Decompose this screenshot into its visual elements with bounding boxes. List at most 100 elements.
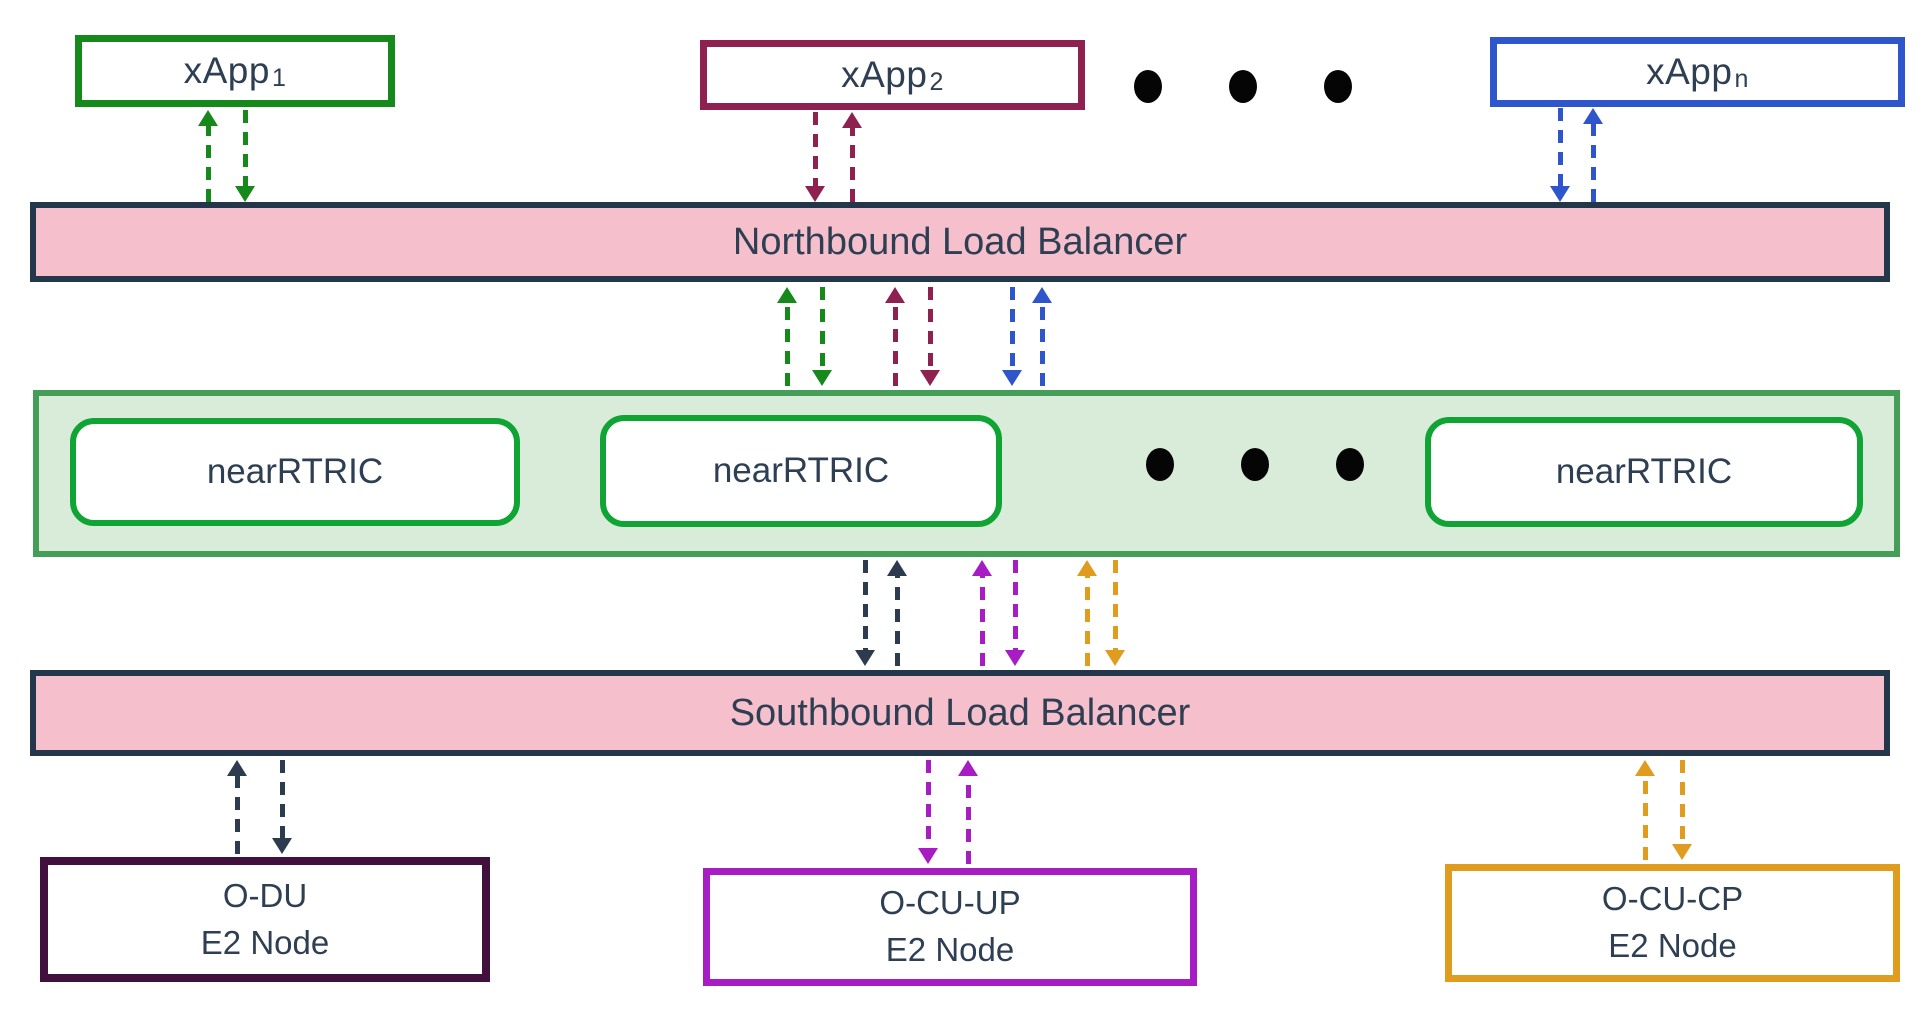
arrow-head [805,186,825,202]
ocuup-label-line1: O-CU-UP [879,884,1021,922]
arrow-line [849,124,855,202]
arrow-line [242,110,248,190]
arrow-line [1084,572,1090,666]
arrow-slb-to-ric-up-magenta [972,560,992,666]
arrow-head [855,650,875,666]
ocucp-label-line1: O-CU-CP [1601,880,1744,918]
arrow-ric-to-slb-down-orange [1105,560,1125,666]
arrow-line [1642,772,1648,860]
arrow-line [819,287,825,374]
arrow-line [1112,560,1118,654]
arrow-slb-to-ocuup-down [918,760,938,864]
ellipsis-dot-icon [1324,70,1352,103]
arrow-xapp2-to-nlb-down [805,112,825,202]
arrow-head [1672,844,1692,860]
arrow-line [979,572,985,666]
arrow-odu-to-slb-up [227,760,247,854]
ric-ellipsis-dots [1146,448,1364,481]
northbound-load-balancer-bar: Northbound Load Balancer [30,202,1890,282]
northbound-load-balancer-label: Northbound Load Balancer [732,220,1188,263]
arrow-slb-to-ric-up-navy [887,560,907,666]
arrow-nlb-to-ric-down-green [812,287,832,386]
arrow-head [812,370,832,386]
xapp2-subscript: 2 [929,67,944,96]
ellipsis-dot-icon [1336,448,1364,481]
arrow-head [1077,560,1097,576]
arrow-ric-to-nlb-up-green [777,287,797,386]
arrow-head [958,760,978,776]
ellipsis-dot-icon [1134,70,1162,103]
arrow-head [887,560,907,576]
arrow-line [279,760,285,842]
arrow-line [862,560,868,654]
arrow-line [927,287,933,374]
arrow-ric-to-nlb-up-blue [1032,287,1052,386]
arrow-xappn-to-nlb-down [1550,108,1570,202]
arrow-head [1105,650,1125,666]
near-rt-ric-label: nearRTRIC [1555,452,1733,491]
arrow-slb-to-ric-up-orange [1077,560,1097,666]
arrow-line [1012,560,1018,654]
odu-label-line1: O-DU [222,876,308,914]
arrow-slb-to-ocucp-down [1672,760,1692,860]
arrow-line [812,112,818,190]
xappn-subscript: n [1734,64,1749,93]
arrow-head [972,560,992,576]
xapp2-label: xApp [841,54,928,95]
arrow-line [892,299,898,386]
arrow-nlb-to-xappn-up [1583,108,1603,202]
arrow-ric-to-nlb-up-maroon [885,287,905,386]
arrow-xapp1-to-nlb-down [235,110,255,202]
arrow-head [1002,370,1022,386]
arrow-line [234,772,240,854]
ocuup-e2-node-box: O-CU-UP E2 Node [703,868,1197,986]
arrow-head [842,112,862,128]
arrow-ocuup-to-slb-up [958,760,978,864]
ocucp-label-line2: E2 Node [1608,927,1737,964]
arrow-head [777,287,797,303]
arrow-line [205,122,211,202]
arrow-line [925,760,931,852]
arrow-head [235,186,255,202]
near-rt-ric-box-1: nearRTRIC [70,418,520,526]
arrow-head [1032,287,1052,303]
arrow-head [1005,650,1025,666]
odu-e2-node-box: O-DU E2 Node [40,857,490,982]
southbound-load-balancer-label: Southbound Load Balancer [729,691,1191,734]
arrow-line [1557,108,1563,190]
ocuup-label-line2: E2 Node [885,931,1015,968]
odu-label-line2: E2 Node [200,923,330,961]
near-rt-ric-box-2: nearRTRIC [600,415,1002,527]
arrow-slb-to-odu-down [272,760,292,854]
ellipsis-dot-icon [1229,70,1257,103]
arrow-nlb-to-ric-down-maroon [920,287,940,386]
arrow-head [918,848,938,864]
arrow-head [198,110,218,126]
top-ellipsis-dots [1134,70,1352,103]
arrow-ric-to-slb-down-navy [855,560,875,666]
ellipsis-dot-icon [1241,448,1269,481]
arrow-head [272,838,292,854]
arrow-line [1679,760,1685,848]
arrow-head [885,287,905,303]
arrow-nlb-to-xapp1-up [198,110,218,202]
arrow-head [1635,760,1655,776]
near-rt-ric-label: nearRTRIC [712,451,890,490]
arrow-ric-to-slb-down-magenta [1005,560,1025,666]
arrow-head [1550,186,1570,202]
near-rt-ric-box-3: nearRTRIC [1425,417,1863,527]
near-rt-ric-label: nearRTRIC [206,452,384,491]
arrow-line [1009,287,1015,374]
arrow-line [894,572,900,666]
arrow-ocucp-to-slb-up [1635,760,1655,860]
arrow-nlb-to-xapp2-up [842,112,862,202]
arrow-line [1590,120,1596,202]
arrow-line [965,772,971,864]
xapp1-label: xApp [183,50,270,91]
arrow-line [1039,299,1045,386]
arrow-head [1583,108,1603,124]
